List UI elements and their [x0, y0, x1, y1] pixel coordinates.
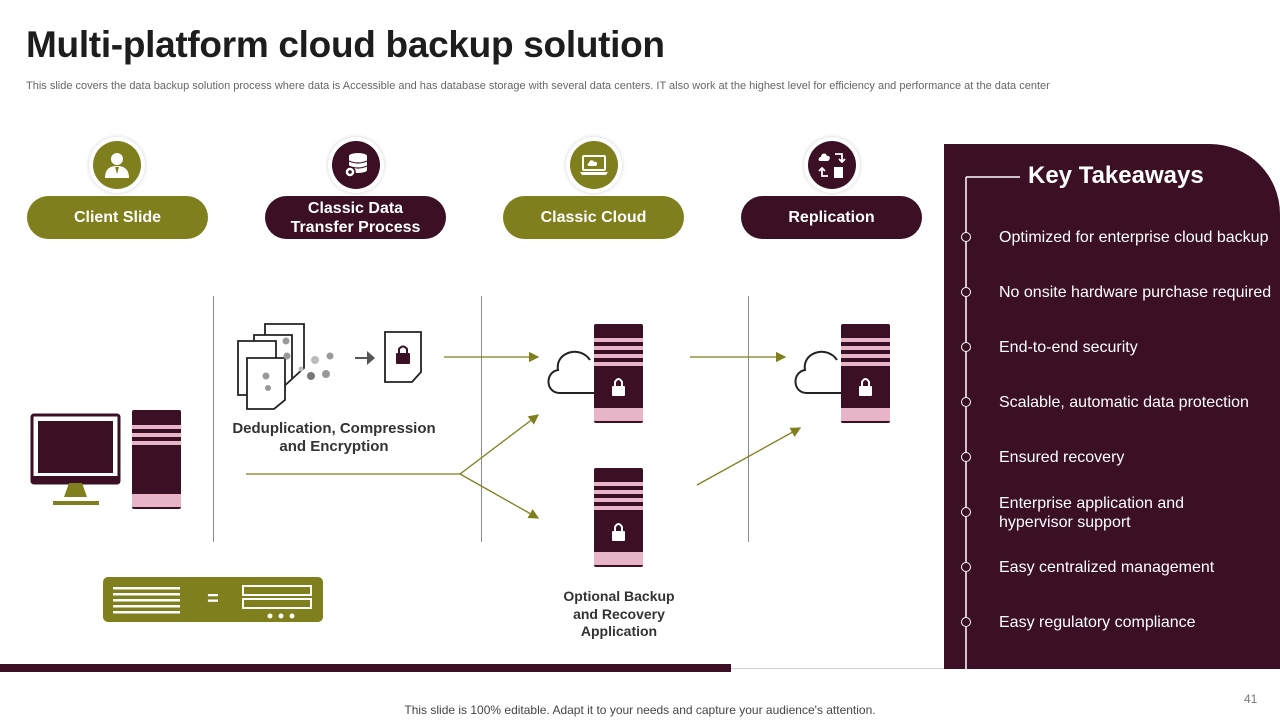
user-icon: [105, 153, 129, 178]
takeaway-item: Optimized for enterprise cloud backup: [999, 229, 1269, 246]
laptop-cloud-icon: [580, 155, 608, 175]
takeaway-item: No onsite hardware purchase required: [999, 284, 1272, 301]
stage-label-line1: Classic Data: [307, 199, 404, 217]
stage-replication: Replication: [741, 196, 922, 239]
database-gear-icon: [344, 153, 368, 178]
equals-sign: =: [207, 588, 219, 610]
takeaway-item: End-to-end security: [999, 339, 1138, 356]
optional-backup-caption: Optional Backup and Recovery Application: [538, 588, 700, 641]
stage-client-slide: Client Slide: [27, 196, 208, 239]
footer-note: This slide is 100% editable. Adapt it to…: [404, 703, 876, 717]
bullet-circle-icon: [961, 342, 971, 352]
stage-icon-client: [89, 137, 145, 193]
bullet-circle-icon: [961, 617, 971, 627]
key-takeaways-panel: [944, 144, 1280, 669]
bullet-circle-icon: [961, 562, 971, 572]
bullet-circle-icon: [961, 232, 971, 242]
bullet-circle-icon: [961, 287, 971, 297]
stage-icon-replication: [804, 137, 860, 193]
stage-icon-cloud: [566, 137, 622, 193]
bottom-divider: [731, 668, 944, 669]
dedup-caption: Deduplication, Compression and Encryptio…: [225, 420, 443, 456]
documents-icon: [237, 323, 334, 410]
backup-server-icon: [594, 468, 643, 567]
takeaway-item: Ensured recovery: [999, 449, 1125, 466]
server-tower-icon: [132, 410, 181, 509]
bullet-circle-icon: [961, 507, 971, 517]
process-diagram: [30, 323, 890, 622]
caption-line: and Encryption: [279, 438, 389, 455]
separator: [748, 296, 749, 542]
separator: [213, 296, 214, 542]
cloud-transfer-icon: [818, 153, 846, 178]
stage-label-line2: Transfer Process: [290, 218, 421, 236]
timeline-line: [965, 176, 1020, 669]
takeaway-item: Enterprise application and hypervisor su…: [999, 495, 1185, 531]
locked-document-icon: [384, 331, 422, 383]
bottom-bar: [0, 664, 731, 672]
takeaway-item: Easy regulatory compliance: [999, 614, 1196, 631]
monitor-icon: [30, 413, 121, 505]
caption-line: Deduplication, Compression: [232, 420, 436, 437]
stage-classic-data-transfer: Classic Data Transfer Process: [265, 196, 446, 239]
page-title: Multi-platform cloud backup solution: [26, 24, 665, 65]
caption-line: Application: [580, 623, 658, 639]
separator: [481, 296, 482, 542]
takeaway-item: Easy centralized management: [999, 559, 1215, 576]
bullet-circle-icon: [961, 452, 971, 462]
stage-label: Classic Cloud: [540, 209, 647, 226]
key-takeaways-title: Key Takeaways: [1028, 162, 1204, 189]
stage-label: Client Slide: [73, 209, 162, 226]
stage-label: Replication: [788, 209, 875, 226]
caption-line: Optional Backup: [563, 588, 675, 604]
caption-line: and Recovery: [573, 605, 665, 622]
stage-icon-transfer: [328, 137, 384, 193]
storage-equivalence-icon: [103, 577, 323, 622]
takeaway-item: Scalable, automatic data protection: [999, 394, 1249, 411]
page-number: 41: [1244, 692, 1258, 706]
arrow-icon: [355, 351, 375, 365]
cloud-server-icon: [794, 324, 890, 423]
stage-classic-cloud: Classic Cloud: [503, 196, 684, 239]
page-subtitle: This slide covers the data backup soluti…: [26, 80, 1050, 92]
bullet-circle-icon: [961, 397, 971, 407]
cloud-server-icon: [547, 324, 643, 423]
